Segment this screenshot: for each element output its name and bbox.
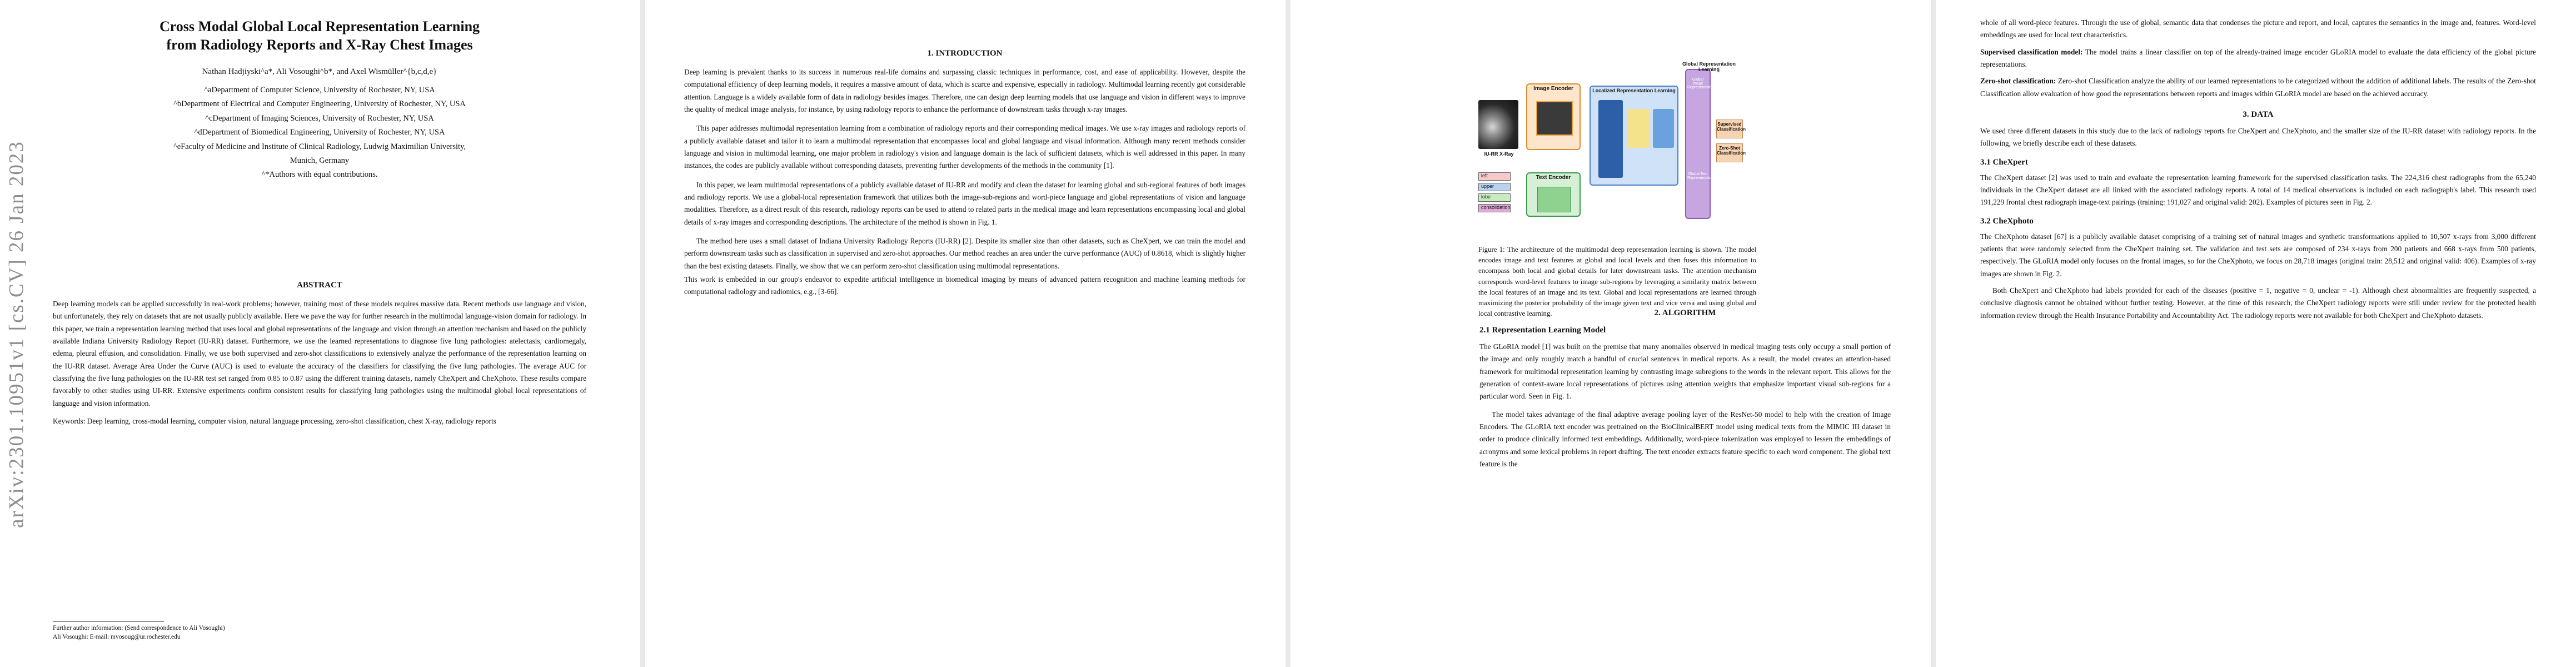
token: left <box>1478 172 1511 181</box>
global-image-label: Global Image Representation <box>1687 78 1714 89</box>
affiliation: ^*Authors with equal contributions. <box>261 170 378 180</box>
image-encoder-label: Image Encoder <box>1533 86 1573 92</box>
token: upper <box>1478 183 1511 191</box>
footnote: Further author information: (Send corres… <box>53 625 225 631</box>
keywords: Keywords: Deep learning, cross-modal lea… <box>53 416 496 425</box>
text-features <box>1537 187 1571 212</box>
word-features <box>1653 109 1674 148</box>
localized-learning-label: Localized Representation Learning <box>1592 88 1676 93</box>
affiliation-list: ^aDepartment of Computer Science, Univer… <box>39 83 600 182</box>
figure-1-caption: Figure 1: The architecture of the multim… <box>1478 246 1756 318</box>
algorithm-section: 2. ALGORITHM 2.1 Representation Learning… <box>1479 308 1891 470</box>
paragraph: The model takes advantage of the final a… <box>1479 410 1891 468</box>
zeroshot-classification-box: Zero-Shot Classification <box>1716 143 1746 162</box>
subsection-heading: 2.1 Representation Learning Model <box>1479 326 1606 335</box>
abstract-text: Deep learning models can be applied succ… <box>53 300 586 407</box>
image-encoder-box: Image Encoder <box>1526 83 1581 150</box>
xray-label: IU-RR X-Ray <box>1484 151 1514 157</box>
xray-thumbnail <box>1478 100 1518 149</box>
paragraph: The CheXphoto dataset [67] is a publicly… <box>1980 232 2536 278</box>
supervised-classification-box: Supervised Classification <box>1716 120 1746 138</box>
zeroshot-model-paragraph: Zero-shot classification: Zero-shot Clas… <box>1980 75 2536 100</box>
introduction-section: 1. INTRODUCTION Deep learning is prevale… <box>684 49 1245 298</box>
page-1: arXiv:2301.10951v1 [cs.CV] 26 Jan 2023 C… <box>0 0 640 667</box>
affiliation: ^cDepartment of Imaging Sciences, Univer… <box>205 113 434 123</box>
paragraph: This paper addresses multimodal represen… <box>684 124 1245 170</box>
subsection-heading: 3.1 CheXpert <box>1980 157 2028 167</box>
term-text: Zero-shot Classification analyze the abi… <box>1980 77 2536 98</box>
page-2: 1. INTRODUCTION Deep learning is prevale… <box>645 0 1285 667</box>
paragraph: Both CheXpert and CheXphoto had labels p… <box>1980 286 2536 320</box>
token: lobe <box>1478 193 1511 202</box>
term: Supervised classification model: <box>1980 47 2083 56</box>
supervised-model-paragraph: Supervised classification model: The mod… <box>1980 46 2536 71</box>
token-list: left upper lobe consolidation <box>1478 172 1515 216</box>
section-heading: 2. ALGORITHM <box>1654 308 1716 317</box>
page-3: IU-RR X-Ray Image Encoder Localized Repr… <box>1291 0 1931 667</box>
token: consolidation <box>1478 204 1511 212</box>
paragraph: We used three different datasets in this… <box>1980 126 2536 148</box>
paragraph: In this paper, we learn multimodal repre… <box>684 180 1245 226</box>
term-text: The model trains a linear classifier on … <box>1980 47 2536 68</box>
global-text-label: Global Text Representation <box>1687 172 1714 180</box>
paragraph: Deep learning is prevalent thanks to its… <box>684 68 1245 113</box>
attention-block <box>1627 109 1650 148</box>
text-encoder-label: Text Encoder <box>1536 175 1571 181</box>
section-heading: 3. DATA <box>2243 109 2274 119</box>
page-4-left: whole of all word-piece features. Throug… <box>1980 17 2536 322</box>
page-4: whole of all word-piece features. Throug… <box>1936 0 2576 667</box>
affiliation: ^bDepartment of Electrical and Computer … <box>173 99 466 109</box>
affiliation: Munich, Germany <box>290 156 350 165</box>
paper-header: Cross Modal Global Local Representation … <box>39 18 600 182</box>
abstract-heading: ABSTRACT <box>297 281 342 290</box>
subsection-heading: 3.2 CheXphoto <box>1980 216 2034 226</box>
local-image-features <box>1598 100 1623 178</box>
architecture-diagram: IU-RR X-Ray Image Encoder Localized Repr… <box>1478 61 1746 236</box>
section-heading: 1. INTRODUCTION <box>927 49 1003 58</box>
footnote-rule <box>53 621 164 622</box>
footnote: Ali Vosoughi: E-mail: mvosoug@ur.rochest… <box>53 634 181 641</box>
feature-map <box>1536 101 1573 136</box>
affiliation: ^eFaculty of Medicine and Institute of C… <box>173 142 466 151</box>
paragraph: This work is embedded in our group's end… <box>684 275 1245 296</box>
localized-learning-box: Localized Representation Learning <box>1590 86 1678 186</box>
author-list: Nathan Hadjiyski^a*, Ali Vosoughi^b*, an… <box>202 67 437 76</box>
term: Zero-shot classification: <box>1980 77 2056 86</box>
footnotes: Further author information: (Send corres… <box>53 621 553 641</box>
paragraph: whole of all word-piece features. Throug… <box>1980 18 2536 39</box>
global-representation-bar <box>1685 69 1711 219</box>
paragraph: The GLoRIA model [1] was built on the pr… <box>1479 342 1891 401</box>
text-encoder-box: Text Encoder <box>1526 172 1581 217</box>
paragraph: The CheXpert dataset [2] was used to tra… <box>1980 173 2536 207</box>
abstract-section: ABSTRACT Deep learning models can be app… <box>53 281 586 427</box>
arxiv-stamp: arXiv:2301.10951v1 [cs.CV] 26 Jan 2023 <box>5 141 28 528</box>
global-representation-label: Global Representation Learning <box>1682 61 1736 72</box>
paper-title: Cross Modal Global Local Representation … <box>159 18 480 53</box>
paragraph: The method here uses a small dataset of … <box>684 236 1245 270</box>
affiliation: ^aDepartment of Computer Science, Univer… <box>204 86 435 94</box>
affiliation: ^dDepartment of Biomedical Engineering, … <box>194 128 445 137</box>
